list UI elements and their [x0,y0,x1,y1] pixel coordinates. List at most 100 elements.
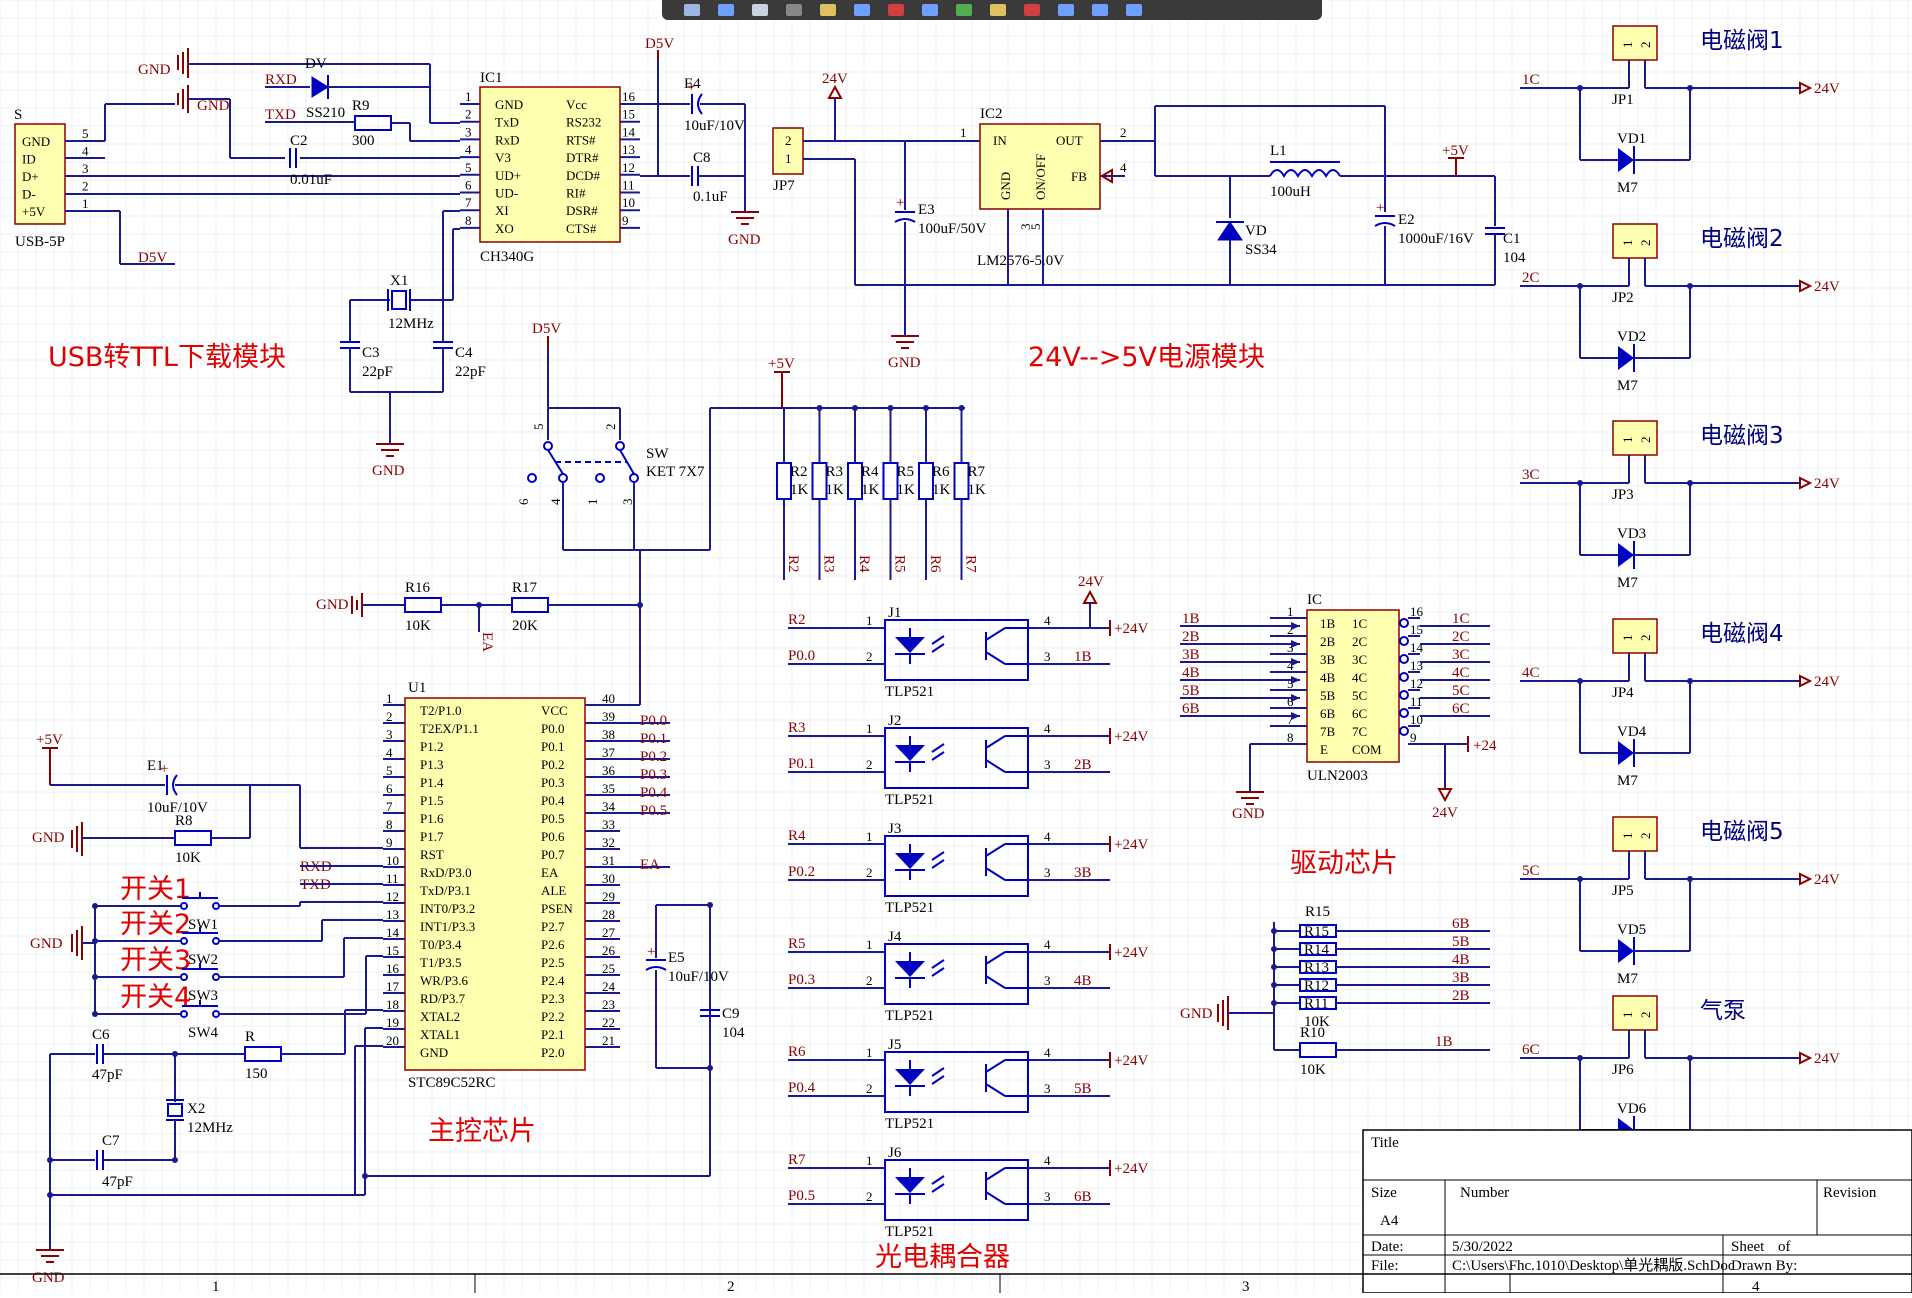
pin-number: 25 [602,961,615,976]
part-icon[interactable] [820,4,836,16]
pin-number: 11 [386,871,399,886]
power-icon[interactable] [922,4,938,16]
sw-main-switch[interactable]: 5 2 6 4 1 3 SW KET 7X7 [516,424,705,506]
schematic-label: U1 [408,680,426,696]
ic2-lm2576[interactable]: IC2 IN OUT FB GND ON/OFF LM2576-5.0V [977,106,1101,269]
resistor-designator: R5 [897,464,915,480]
u1-pin-label: P0.5 [541,811,564,826]
pin-number: 1 [82,196,89,211]
u1-pin-label: P1.4 [420,775,444,790]
text-icon[interactable] [1092,4,1108,16]
resistor-designator: R6 [932,464,950,480]
u1-pin-label: P0.1 [541,739,564,754]
net-label: R5 [892,555,908,573]
net-label: P0.2 [788,864,815,880]
schematic-label: GND [32,1270,65,1286]
pin-number: 14 [1410,640,1424,655]
select-icon[interactable] [752,4,768,16]
schematic-label: DV [305,56,327,72]
power-label: +24V [1114,621,1148,637]
schematic-label: 10uF/10V [668,969,729,985]
pin-number: 13 [622,142,635,157]
schematic-label: 104 [1503,250,1526,266]
schematic-label: GND [316,597,349,613]
usb-pin-label: GND [22,134,50,149]
schematic-label: ULN2003 [1307,768,1368,784]
svg-text:1: 1 [585,499,600,506]
resistor-designator: R12 [1304,978,1329,994]
schematic-label: C3 [362,345,380,361]
gnd-icon[interactable] [956,4,972,16]
move-icon[interactable] [718,4,734,16]
schematic-label: X1 [390,273,408,289]
u1-stc89c52rc[interactable]: U1 STC89C52RC 1T2/P1.02T2EX/P1.13P1.24P1… [383,680,670,1091]
pin-number: 40 [602,691,615,706]
resistor-designator: R7 [968,464,986,480]
ic1-pin-label: RTS# [566,132,596,147]
net-label: 3C [1522,467,1540,483]
wire-icon[interactable] [854,4,870,16]
svg-text:1: 1 [785,151,792,166]
bus-icon[interactable] [888,4,904,16]
pin-number: 34 [602,799,616,814]
arc-icon[interactable] [1126,4,1142,16]
schematic-label: 10uF/10V [684,118,745,134]
ic1-pin-label: DCD# [566,168,600,183]
resistor-value: 10K [1304,1014,1330,1030]
resistor-value: 1K [932,482,951,498]
opto-designator: J5 [888,1037,901,1053]
noerc-icon[interactable] [1058,4,1074,16]
u1-pin-label: P0.7 [541,847,565,862]
ic1-pin-label: V3 [495,150,511,165]
port-icon[interactable] [990,4,1006,16]
schematic-label: 12MHz [388,316,434,332]
power-label: 24V [1814,476,1840,492]
uln-pin-label: E [1320,742,1328,757]
pin-number: 12 [622,160,635,175]
resistor-value: 1K [861,482,880,498]
schematic-label: OUT [1056,133,1083,148]
jp-designator: JP2 [1612,290,1634,306]
pin-number: 3 [1044,1081,1051,1096]
net-label: R2 [785,555,801,573]
net-label: 6B [1074,1189,1092,1205]
sheet-icon[interactable] [1024,4,1040,16]
jp7-connector[interactable]: 21 JP7 [772,127,804,194]
pin-number: 4 [82,144,89,159]
schematic-label: GND [197,98,230,114]
usb-pin-label: D- [22,187,36,202]
pin-number: 4 [1287,658,1294,673]
net-label: P0.5 [788,1188,815,1204]
net-label: 4B [1074,973,1092,989]
u1-pin-label: PSEN [541,901,573,916]
pin-number: 9 [622,213,629,228]
align-icon[interactable] [786,4,802,16]
net-label: 2B [1182,629,1200,645]
resistor-value: 1K [897,482,916,498]
pin-number: 11 [622,178,635,193]
switch-label: 开关2 [120,909,191,940]
schematic-label: E5 [668,950,685,966]
schematic-label: D5V [532,321,561,337]
pointer-icon[interactable] [684,4,700,16]
ic1-ch340g[interactable]: IC1 CH340G 1GND2TxD3RxD4V35UD+6UD-7XI8XO… [460,70,640,265]
svg-text:4: 4 [548,498,563,505]
schematic-label: SW [646,446,669,462]
title-block: Title Size A4 Number Revision Date: 5/30… [1362,1129,1912,1294]
diode-designator: VD6 [1617,1101,1647,1117]
